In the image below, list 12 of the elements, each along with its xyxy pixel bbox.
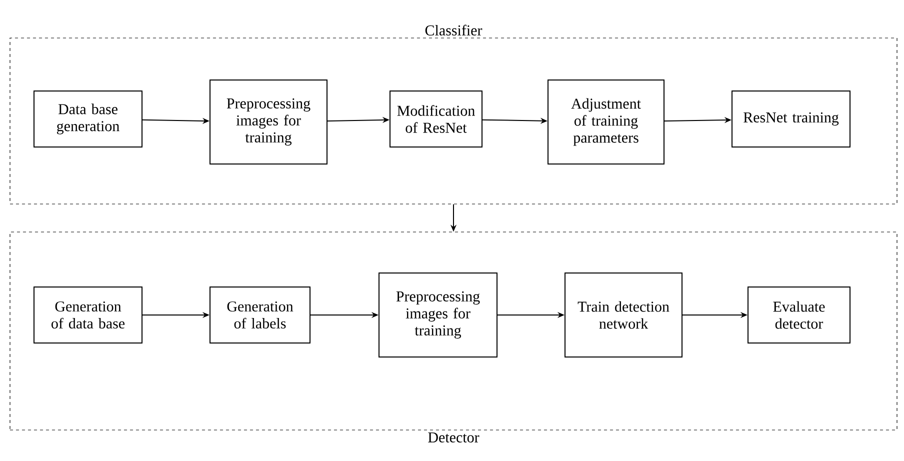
process-box: Evaluate detector (748, 286, 850, 344)
process-box: Data base generation (34, 90, 142, 148)
process-box: Train detection network (564, 272, 682, 358)
process-box: Adjustment of training parameters (548, 80, 664, 164)
group-title: Detector (428, 432, 480, 442)
process-box: Preprocessing images for training (378, 272, 498, 358)
process-box: Preprocessing images for training (210, 80, 328, 164)
process-box: Generation of labels (210, 286, 310, 344)
process-box: Generation of data base (34, 286, 142, 344)
process-box: ResNet training (732, 90, 850, 148)
group-title: Classifier (425, 24, 482, 36)
process-box: Modification of ResNet (390, 90, 482, 148)
